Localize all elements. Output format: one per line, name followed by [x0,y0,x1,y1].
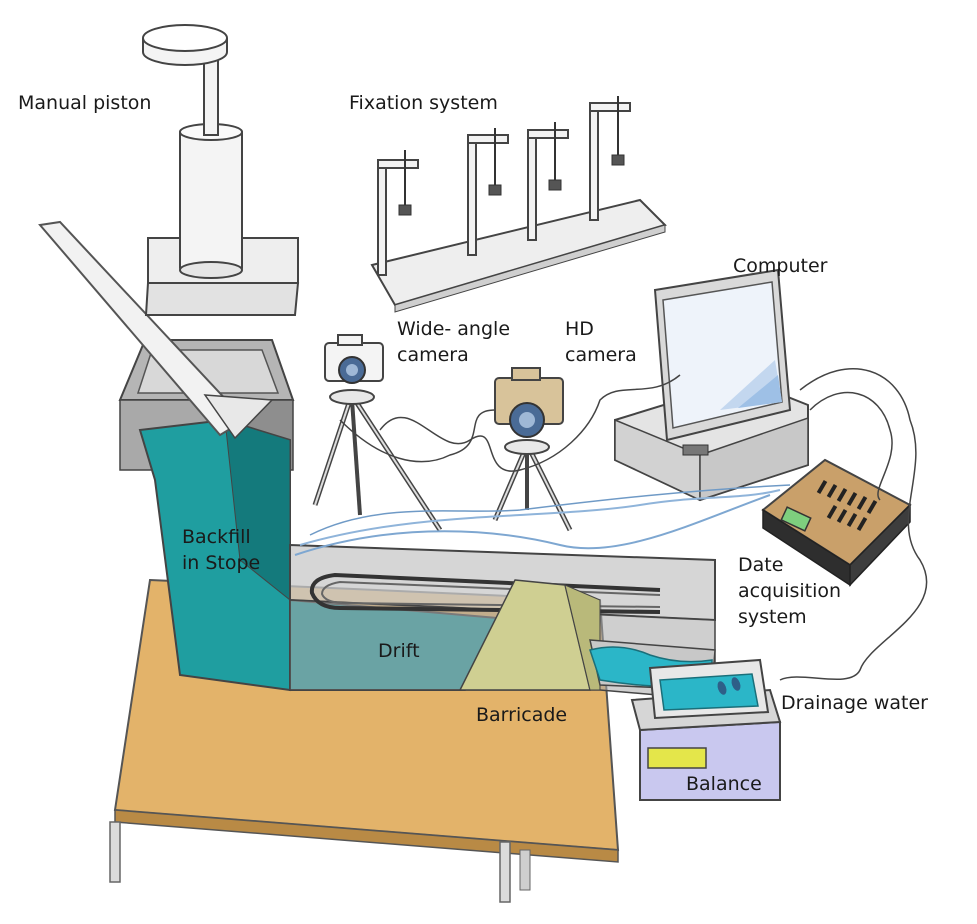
drift-channel [289,543,716,701]
label-hd-camera-line2: camera [565,344,637,366]
label-wide-angle-camera-line1: Wide- angle [397,318,511,340]
label-drift: Drift [378,640,420,662]
hd-camera [492,367,573,532]
label-daq-line3: system [738,606,807,628]
feed-pipe [38,220,274,440]
label-hd-camera-line1: HD [565,318,594,340]
label-barricade: Barricade [476,704,568,726]
fixation-system [370,96,667,313]
label-backfill-line1: Backfill [182,526,251,548]
label-fixation-system: Fixation system [349,92,498,114]
label-computer: Computer [733,255,828,277]
manual-piston [142,24,300,316]
cables [294,368,928,681]
label-balance: Balance [686,773,762,795]
label-drainage-water: Drainage water [781,692,928,714]
label-daq-line1: Date [738,554,784,576]
wide-angle-camera [312,334,443,532]
drainage-and-balance [630,658,782,801]
label-daq-line2: acquisition [738,580,842,602]
label-backfill-line2: in Stope [182,552,261,574]
label-manual-piston: Manual piston [18,92,152,114]
data-acquisition-system [761,458,912,587]
computer [614,268,809,502]
label-wide-angle-camera-line2: camera [397,344,469,366]
